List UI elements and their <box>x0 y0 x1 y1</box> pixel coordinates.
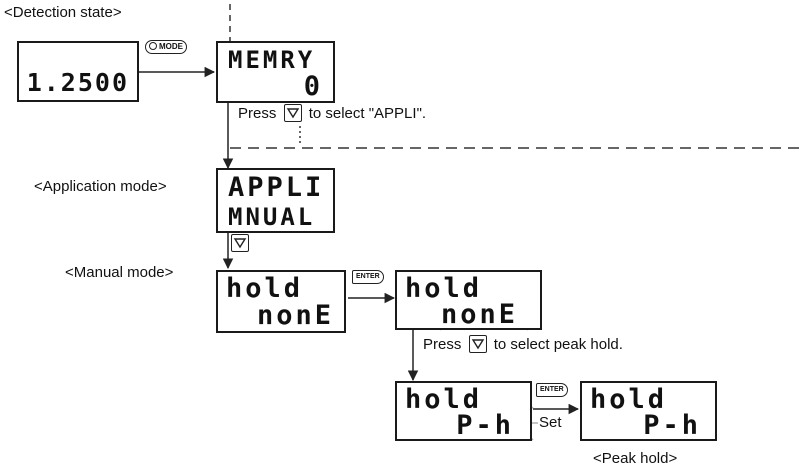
label-peak-hold: <Peak hold> <box>593 450 678 467</box>
display-peak-set: hold P-h <box>580 381 717 441</box>
display-memory: MEMRY 0 <box>216 41 335 103</box>
display-application: APPLI MNUAL <box>216 168 335 233</box>
instruction-select-appli: Press to select "APPLI". <box>238 104 427 122</box>
label-detection-state: <Detection state> <box>4 4 122 21</box>
enter-key-icon: ENTER <box>536 383 568 397</box>
down-key-icon <box>231 234 249 252</box>
display-detection: 1.2500 <box>17 41 139 102</box>
display-line2: nonE <box>440 299 518 330</box>
mode-key-icon: MODE <box>145 40 187 54</box>
display-line1: hold <box>405 273 483 304</box>
display-line1: hold <box>405 384 483 415</box>
down-key-icon <box>283 104 302 122</box>
instruction-select-peak: Press to select peak hold. <box>423 335 623 353</box>
display-line1: MEMRY <box>228 46 316 74</box>
display-line1: APPLI <box>228 172 325 203</box>
display-line2: P-h <box>456 410 514 441</box>
down-key-icon <box>468 335 487 353</box>
label-set: Set <box>539 414 562 431</box>
display-manual: hold nonE <box>216 270 346 333</box>
enter-key-icon: ENTER <box>352 270 384 284</box>
display-manual-blink: hold nonE <box>395 270 542 330</box>
display-line2: 1.2500 <box>26 68 129 97</box>
display-line2: MNUAL <box>228 203 316 231</box>
display-line2: nonE <box>256 300 334 331</box>
display-line1: hold <box>226 273 304 304</box>
label-manual-mode: <Manual mode> <box>65 264 174 281</box>
display-line1: hold <box>590 384 668 415</box>
label-application-mode: <Application mode> <box>34 178 167 195</box>
display-line2: 0 <box>303 71 323 102</box>
display-line2: P-h <box>643 410 701 441</box>
display-peak-select: hold P-h <box>395 381 532 441</box>
